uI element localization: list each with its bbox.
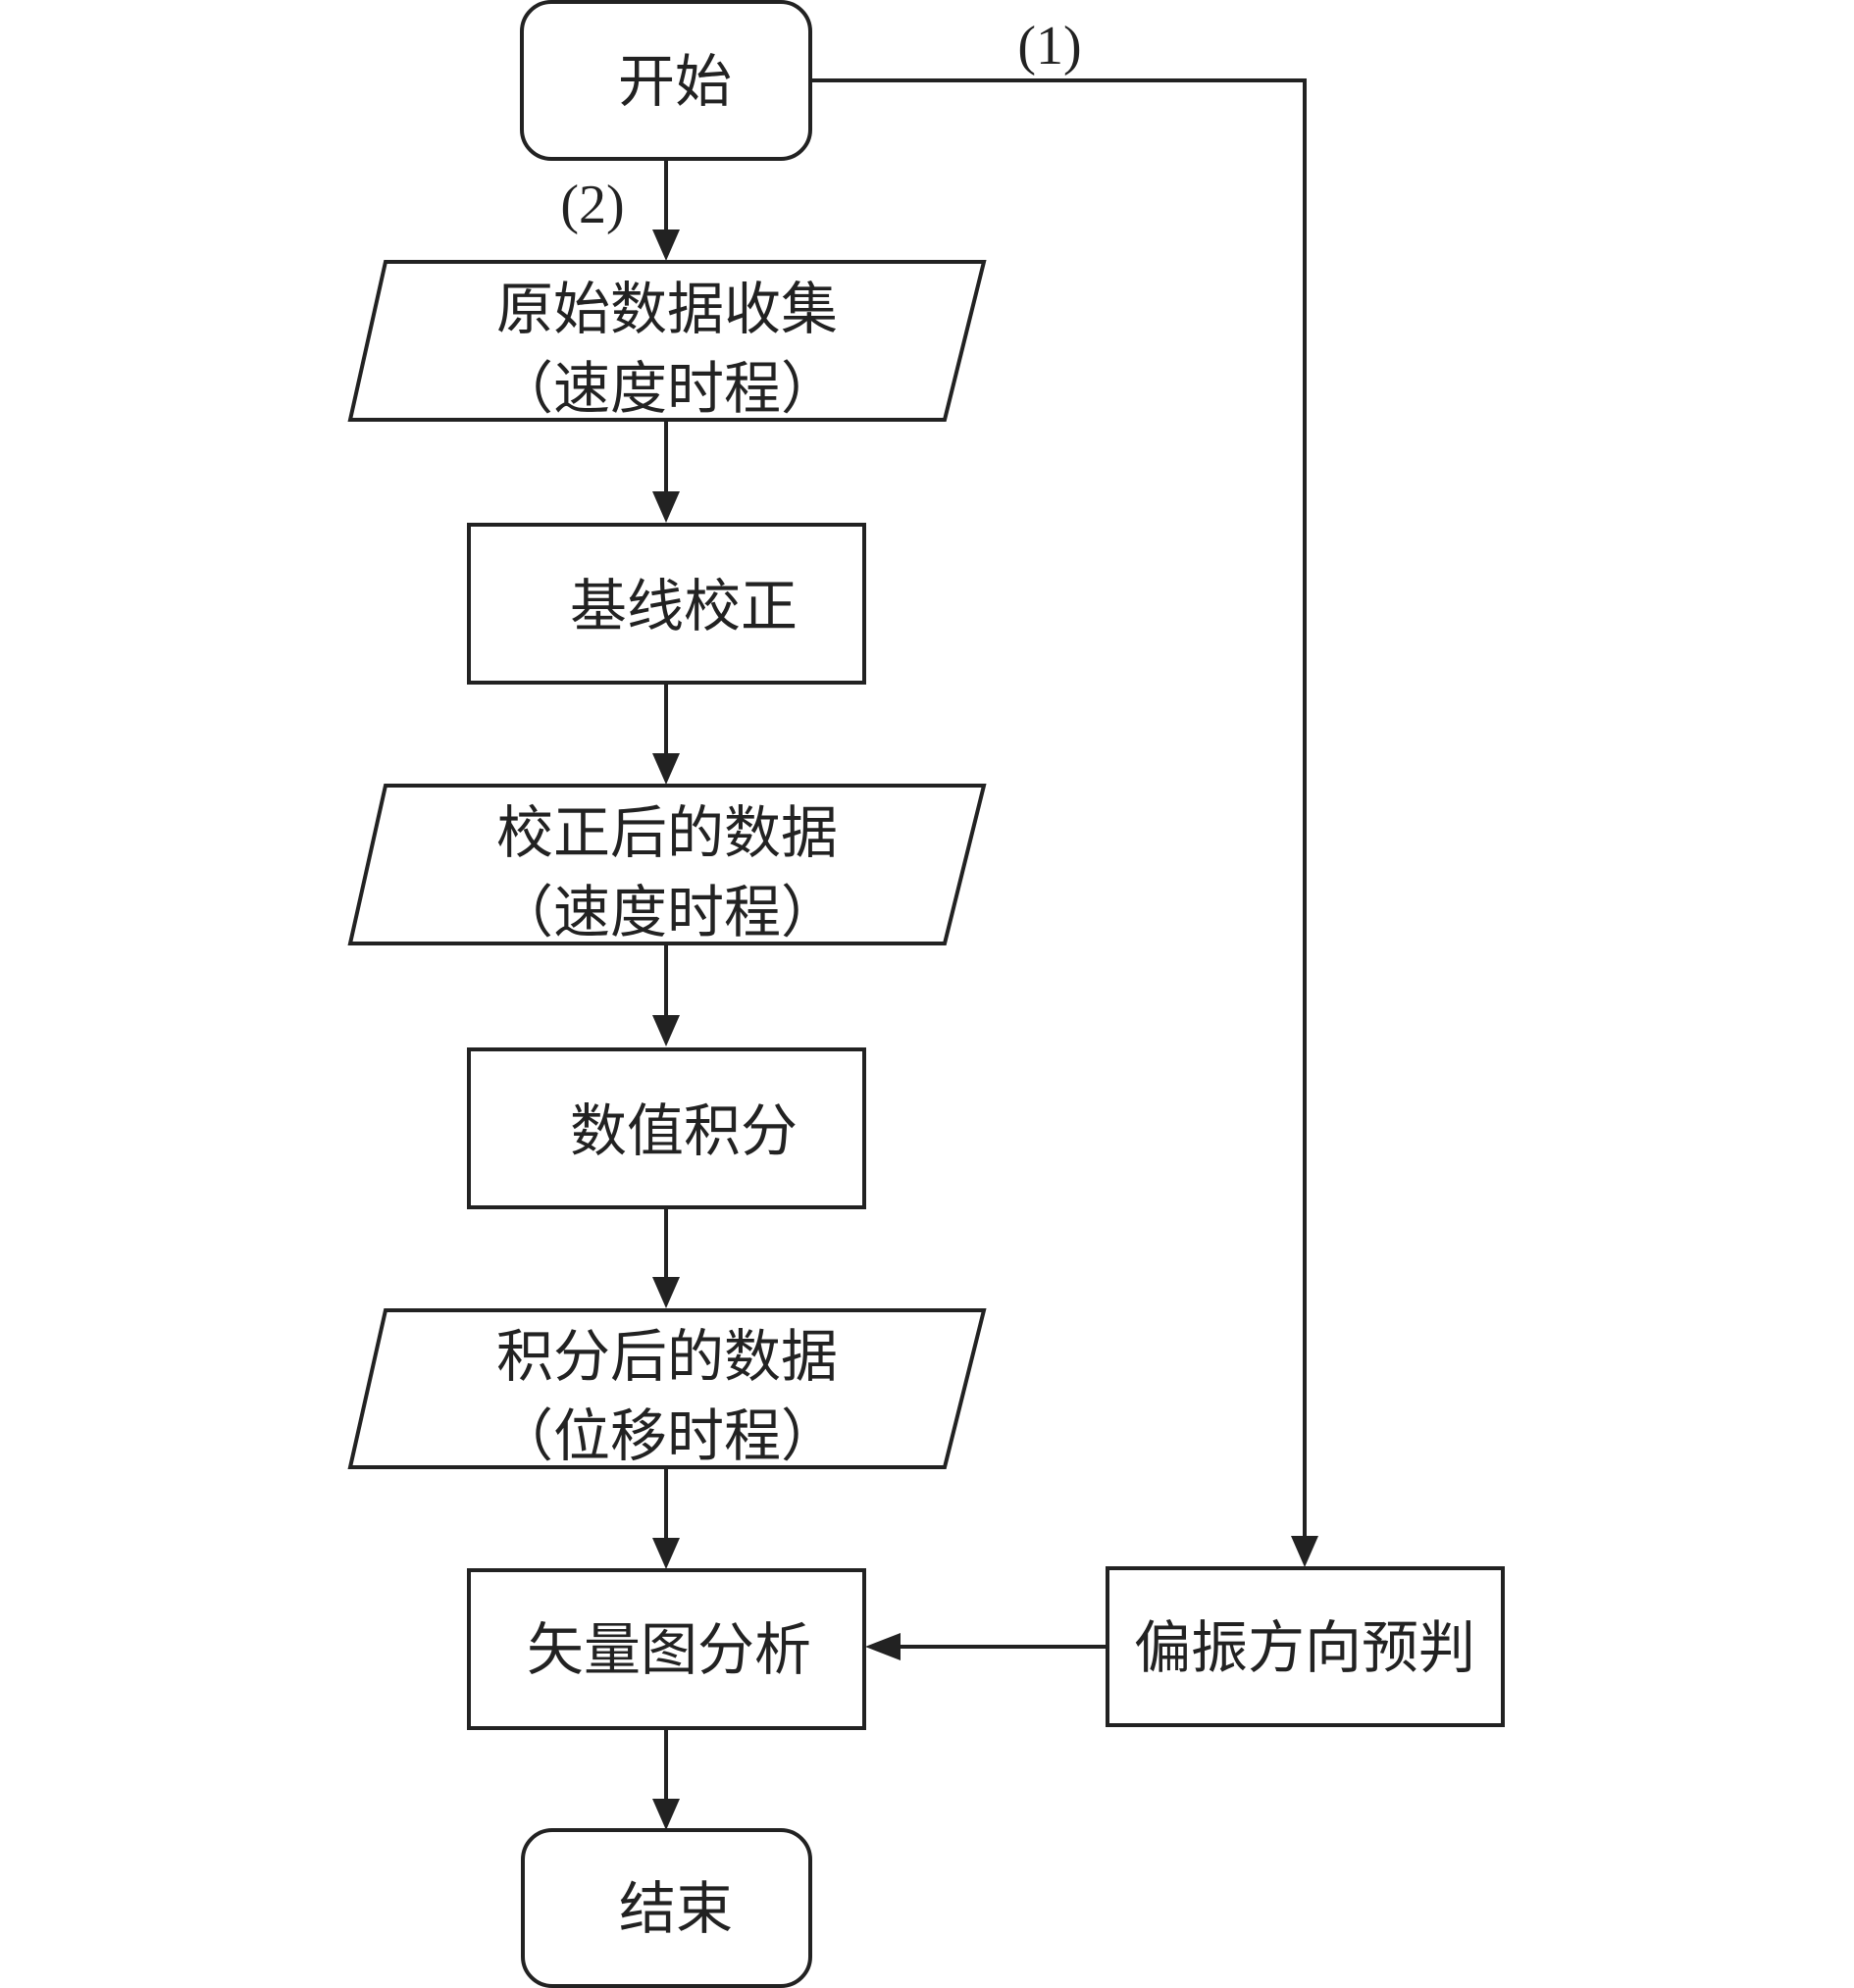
- baseline-correction-label: 基线校正: [570, 573, 798, 639]
- integrated-data-label-line1: 积分后的数据: [496, 1323, 838, 1390]
- integrated-data-label-line2: （位移时程）: [496, 1402, 838, 1469]
- vector-analysis-label: 矢量图分析: [527, 1616, 811, 1683]
- baseline-correction-process-shape: [467, 523, 866, 685]
- vector-analysis-node[interactable]: 矢量图分析: [467, 1568, 866, 1730]
- edge-label-path-1: (1): [1017, 16, 1081, 76]
- end-terminal-shape: [521, 1828, 812, 1988]
- raw-data-label-line2: （速度时程）: [496, 355, 838, 422]
- polarization-prediction-label: 偏振方向预判: [1134, 1614, 1475, 1681]
- edge-label-path-2: (2): [560, 175, 624, 235]
- arrowhead: [652, 1538, 680, 1569]
- polarization-prediction-process-shape: [1106, 1566, 1505, 1727]
- end-node[interactable]: 结束: [521, 1828, 812, 1988]
- baseline-correction-node[interactable]: 基线校正: [467, 523, 866, 685]
- arrowhead: [652, 229, 680, 261]
- vector-analysis-process-shape: [467, 1568, 866, 1730]
- numerical-integration-node[interactable]: 数值积分: [467, 1047, 866, 1209]
- corrected-data-label-line2: （速度时程）: [496, 879, 838, 945]
- numerical-integration-process-shape: [467, 1047, 866, 1209]
- arrowhead: [652, 491, 680, 523]
- edges: [652, 78, 1318, 1830]
- integrated-data-io-shape: [347, 1308, 987, 1469]
- raw-data-node[interactable]: 原始数据收集 （速度时程）: [347, 260, 987, 422]
- arrowhead: [865, 1633, 901, 1660]
- integrated-data-node[interactable]: 积分后的数据 （位移时程）: [347, 1308, 987, 1469]
- arrowhead: [652, 1277, 680, 1308]
- start-terminal-shape: [520, 0, 812, 161]
- corrected-data-node[interactable]: 校正后的数据 （速度时程）: [347, 784, 987, 945]
- start-node[interactable]: 开始: [520, 0, 812, 161]
- polarization-prediction-node[interactable]: 偏振方向预判: [1106, 1566, 1505, 1727]
- corrected-data-label-line1: 校正后的数据: [496, 799, 838, 866]
- arrowhead: [652, 1015, 680, 1046]
- start-label: 开始: [618, 48, 732, 115]
- arrowhead: [1291, 1536, 1318, 1567]
- arrowhead: [652, 753, 680, 785]
- raw-data-io-shape: [347, 260, 987, 422]
- edge-start-to-polarization: [811, 78, 1307, 1540]
- end-label: 结束: [619, 1875, 733, 1942]
- arrowhead: [652, 1799, 680, 1830]
- corrected-data-io-shape: [347, 784, 987, 945]
- numerical-integration-label: 数值积分: [570, 1097, 798, 1164]
- raw-data-label-line1: 原始数据收集: [496, 276, 838, 342]
